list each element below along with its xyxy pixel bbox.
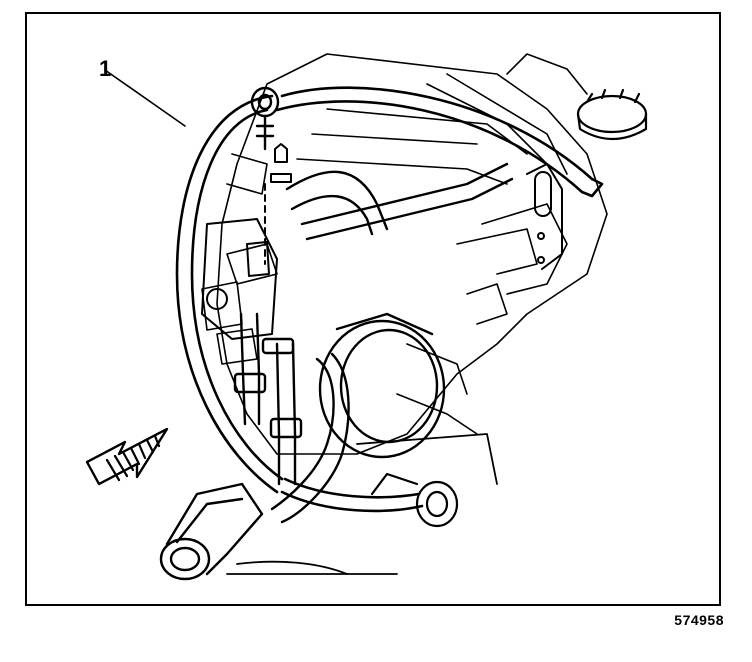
bottom-detail xyxy=(226,433,498,575)
callout-leader xyxy=(104,69,186,127)
direction-arrow xyxy=(85,427,169,486)
engine-hose-diagram xyxy=(85,53,648,581)
grommet-fitting xyxy=(370,472,459,528)
mounting-bracket xyxy=(526,163,563,270)
outlet-fitting xyxy=(159,482,264,581)
sensor-housing xyxy=(201,218,278,340)
engine-block xyxy=(201,53,608,455)
callout-label: 1 xyxy=(99,56,112,81)
fitting-bolt xyxy=(264,143,292,265)
diagram-frame: 1 xyxy=(25,12,721,606)
vacuum-hose xyxy=(175,86,604,513)
coolant-tubes xyxy=(233,312,350,524)
upper-coolant-hose xyxy=(285,162,514,241)
reservoir-cap xyxy=(576,88,648,140)
hose-clamp-top xyxy=(250,86,280,151)
figure-id: 574958 xyxy=(674,612,724,628)
throttle-body xyxy=(318,312,446,459)
